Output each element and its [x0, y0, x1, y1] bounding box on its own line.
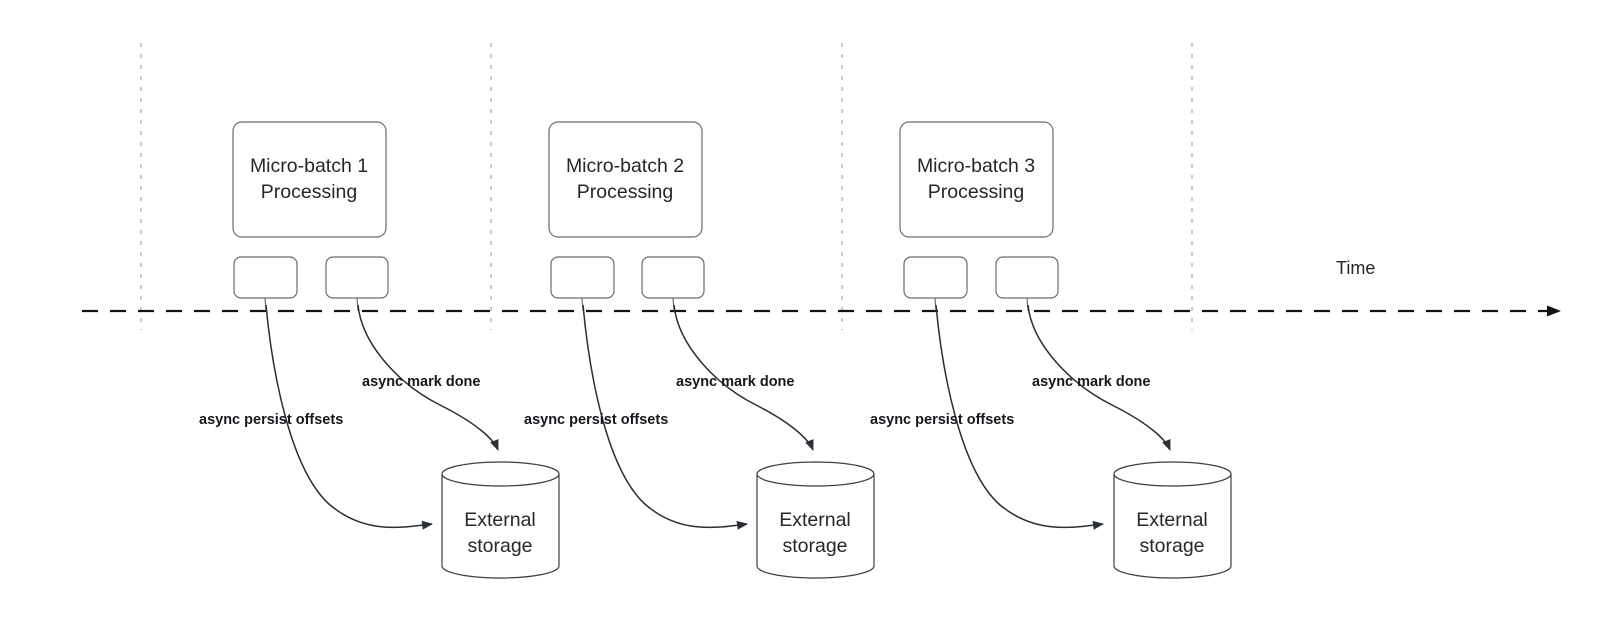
external-storage-2-top	[756, 461, 875, 487]
micro-batch-2-box[interactable]	[548, 121, 703, 238]
micro-batch-1-task-left[interactable]	[233, 256, 298, 299]
mark-done-label-3: async mark done	[1032, 374, 1150, 390]
micro-batch-3-task-right[interactable]	[995, 256, 1059, 299]
external-storage-3-body[interactable]	[1113, 474, 1232, 579]
external-storage-1-body[interactable]	[441, 474, 560, 579]
mark-done-arrow-1	[357, 304, 499, 451]
micro-batch-group-3: External storage Micro-batch 3 Processin…	[870, 121, 1232, 579]
persist-offsets-arrow-3	[935, 304, 1104, 530]
micro-batch-3-label-line1: Micro-batch 3	[917, 155, 1035, 177]
external-storage-2-body[interactable]	[756, 474, 875, 579]
micro-batch-2-task-left[interactable]	[550, 256, 615, 299]
external-storage-2-label-line2: storage	[782, 535, 847, 557]
micro-batch-2-label-line2: Processing	[577, 181, 673, 203]
micro-batch-2-task-right[interactable]	[641, 256, 705, 299]
time-axis-label: Time	[1336, 258, 1375, 278]
micro-batch-3-box[interactable]	[899, 121, 1054, 238]
micro-batch-group-1: External storage Micro-batch 1 Processin…	[199, 121, 560, 579]
persist-offsets-arrow-2	[582, 304, 748, 530]
mark-done-arrow-3	[1027, 304, 1171, 451]
persist-offsets-label-1: async persist offsets	[199, 412, 343, 428]
micro-batch-1-task-right[interactable]	[325, 256, 389, 299]
micro-batch-3-label-line2: Processing	[928, 181, 1024, 203]
external-storage-1-label-line1: External	[464, 509, 536, 531]
external-storage-3-label-line2: storage	[1139, 535, 1204, 557]
micro-batch-group-2: External storage Micro-batch 2 Processin…	[524, 121, 875, 579]
external-storage-1-label-line2: storage	[467, 535, 532, 557]
external-storage-3-label-line1: External	[1136, 509, 1208, 531]
persist-offsets-arrow-1	[265, 304, 433, 530]
mark-done-label-2: async mark done	[676, 374, 794, 390]
micro-batch-1-label-line2: Processing	[261, 181, 357, 203]
external-storage-3-top	[1113, 461, 1232, 487]
persist-offsets-label-3: async persist offsets	[870, 412, 1014, 428]
batch-boundary-lines	[140, 43, 1193, 330]
persist-offsets-label-2: async persist offsets	[524, 412, 668, 428]
micro-batch-3-task-left[interactable]	[903, 256, 968, 299]
mark-done-label-1: async mark done	[362, 374, 480, 390]
external-storage-1-top	[441, 461, 560, 487]
micro-batch-1-box[interactable]	[232, 121, 387, 238]
micro-batch-2-label-line1: Micro-batch 2	[566, 155, 684, 177]
mark-done-arrow-2	[673, 304, 814, 451]
external-storage-2-label-line1: External	[779, 509, 851, 531]
micro-batch-1-label-line1: Micro-batch 1	[250, 155, 368, 177]
